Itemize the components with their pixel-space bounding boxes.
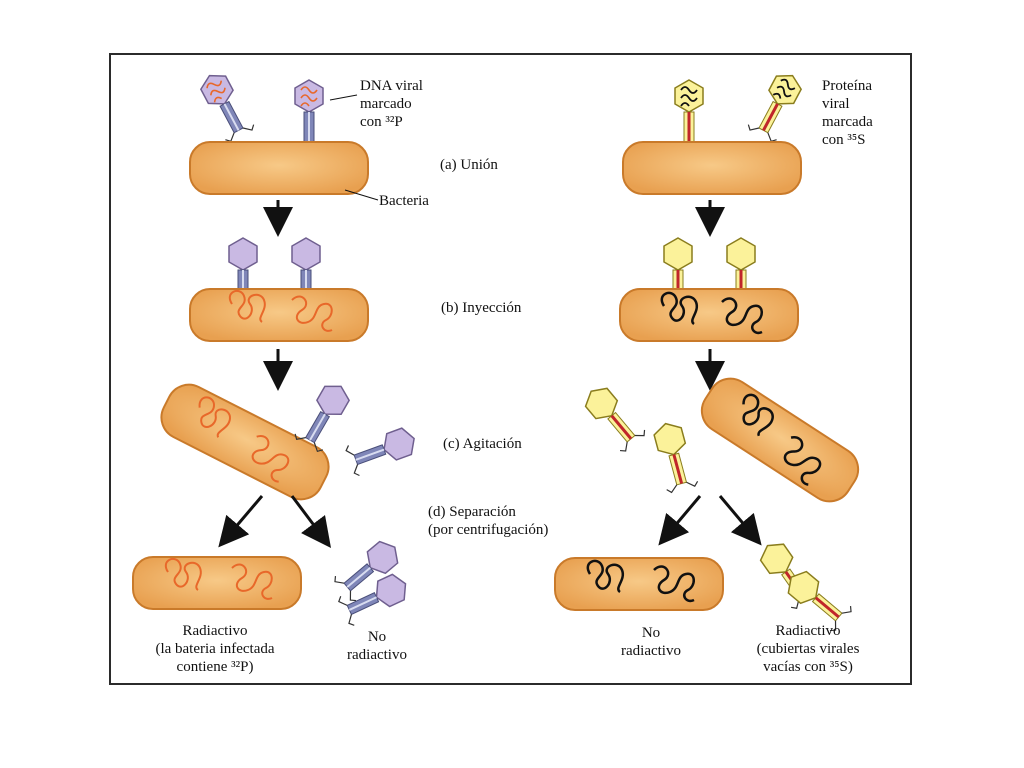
label-step-d: (d) Separación (por centrifugación) <box>428 504 549 538</box>
bacterium-b-left <box>189 288 369 342</box>
phage-protein-labeled-tilted <box>746 68 806 143</box>
bacterium-b-right <box>619 288 799 342</box>
arrow-d-right-2 <box>718 495 762 546</box>
label-step-c: (c) Agitación <box>443 436 522 452</box>
arrow-d-right-1 <box>658 495 702 546</box>
arrow-d-left-1 <box>218 495 264 548</box>
bacteria-label-leader <box>344 189 379 201</box>
label-bacteria: Bacteria <box>379 193 429 209</box>
phage-dna-labeled-upright <box>293 80 325 148</box>
label-left-radiactivo: Radiactivo (la bateria infectada contien… <box>155 623 275 675</box>
dna-label-leader <box>329 94 358 101</box>
phage-dna-labeled-tilted <box>195 68 255 143</box>
label-right-no-radiactivo: No radiactivo <box>621 625 681 659</box>
bacterium-a-right <box>622 141 802 195</box>
bacterium-c-left <box>160 383 330 501</box>
arrow-d-left-2 <box>290 495 331 548</box>
label-step-b: (b) Inyección <box>441 300 522 316</box>
bacterium-result-right <box>554 557 724 611</box>
phage-yellow-detached-c1 <box>578 380 648 455</box>
phage-detached-c2 <box>343 422 421 478</box>
phage-coat-result-left2 <box>336 568 414 628</box>
label-proteina-viral: Proteína viral marcada con ³⁵S <box>822 78 873 148</box>
bacterium-result-left <box>132 556 302 610</box>
label-step-a: (a) Unión <box>440 157 498 173</box>
bacterium-a-left <box>189 141 369 195</box>
label-left-no-radiactivo: No radiactivo <box>347 629 407 663</box>
label-dna-viral: DNA viral marcado con ³²P <box>360 78 423 130</box>
label-right-radiactivo: Radiactivo (cubiertas virales vacías con… <box>756 623 860 675</box>
phage-protein-labeled-upright <box>673 80 705 148</box>
phage-yellow-detached-c2 <box>649 418 700 495</box>
bacterium-c-right <box>700 377 860 503</box>
